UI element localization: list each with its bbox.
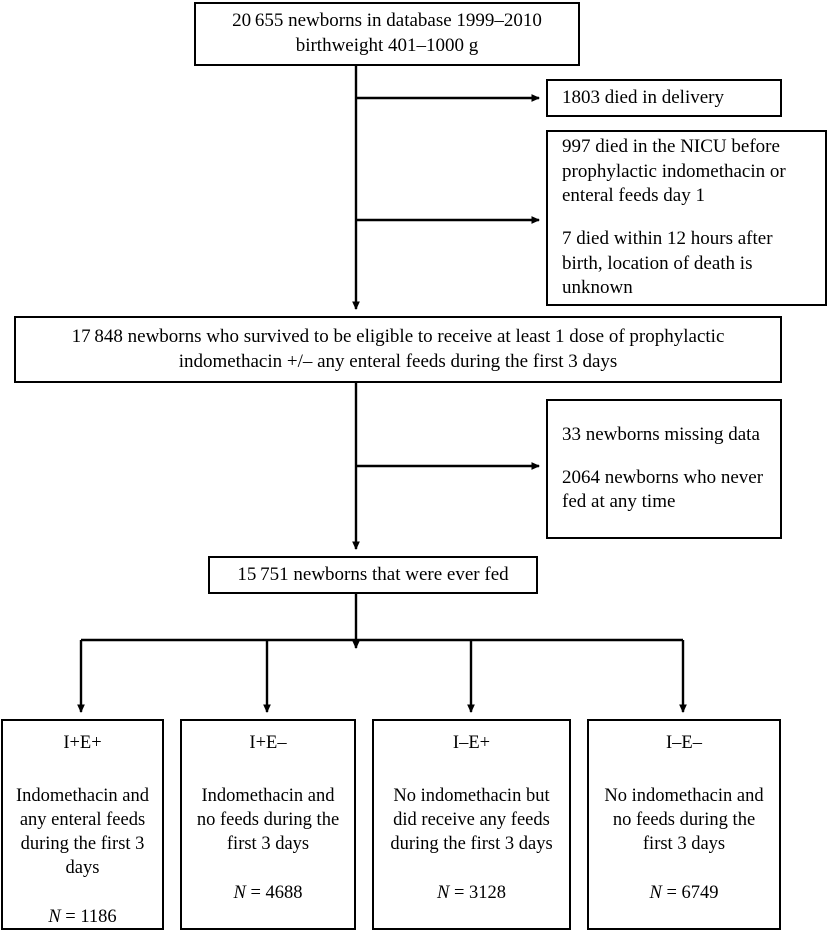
node-died-in-nicu-para2: 7 died within 12 hours after birth, loca… — [562, 228, 773, 299]
node-database-cohort-line2: birthweight 401–1000 g — [295, 35, 479, 56]
group-n-value: 4688 — [265, 882, 303, 903]
node-excluded-para2: 2064 newborns who never fed at any time — [562, 466, 764, 513]
group-box-i-minus-e-plus: I–E+ No indomethacin but did receive any… — [372, 719, 571, 930]
node-ever-fed: 15 751 newborns that were ever fed — [208, 556, 538, 594]
node-survived-eligible-line1: 17 848 newborns who survived to be eligi… — [71, 325, 725, 347]
node-excluded-missing-neverfed: 33 newborns missing data 2064 newborns w… — [546, 399, 782, 539]
node-died-in-delivery: 1803 died in delivery — [546, 79, 782, 117]
node-survived-eligible: 17 848 newborns who survived to be eligi… — [14, 316, 782, 383]
group-description: Indomethacin and no feeds during the fir… — [196, 785, 340, 854]
node-database-cohort-line1: 20 655 newborns in database 1999–2010 — [232, 10, 542, 32]
group-description: Indomethacin and any enteral feeds durin… — [15, 785, 150, 878]
group-n-label: N — [436, 882, 450, 903]
group-n-count: N = 1186 — [11, 905, 154, 929]
group-n-label: N — [233, 882, 246, 903]
node-excluded-para1: 33 newborns missing data — [562, 423, 760, 445]
node-died-in-delivery-text: 1803 died in delivery — [562, 86, 724, 108]
group-code: I–E– — [666, 733, 702, 753]
group-n-label: N — [649, 882, 662, 903]
group-box-i-plus-e-plus: I+E+ Indomethacin and any enteral feeds … — [1, 719, 164, 930]
node-died-in-nicu: 997 died in the NICU before prophylactic… — [546, 130, 827, 306]
group-description: No indomethacin and no feeds during the … — [604, 785, 764, 854]
group-n-label: N — [48, 906, 61, 927]
group-box-i-minus-e-minus: I–E– No indomethacin and no feeds during… — [587, 719, 781, 930]
group-n-count: N = 3128 — [382, 881, 561, 905]
group-code: I+E+ — [63, 733, 102, 753]
node-ever-fed-text: 15 751 newborns that were ever fed — [237, 563, 509, 585]
group-code: I–E+ — [452, 733, 491, 753]
group-n-value: 3128 — [469, 882, 507, 903]
node-survived-eligible-line2: indomethacin +/– any enteral feeds durin… — [178, 350, 618, 372]
group-n-equals: = — [60, 906, 81, 927]
node-database-cohort: 20 655 newborns in database 1999–2010 bi… — [194, 2, 580, 66]
group-n-equals: = — [449, 882, 470, 903]
group-n-value: 1186 — [80, 906, 117, 927]
group-n-value: 6749 — [681, 882, 719, 903]
group-n-equals: = — [245, 882, 266, 903]
group-code: I+E– — [249, 733, 287, 753]
group-n-equals: = — [661, 882, 682, 903]
node-died-in-nicu-para1: 997 died in the NICU before prophylactic… — [562, 135, 786, 207]
group-box-i-plus-e-minus: I+E– Indomethacin and no feeds during th… — [180, 719, 356, 930]
group-n-count: N = 4688 — [190, 881, 346, 905]
group-n-count: N = 6749 — [597, 881, 771, 905]
group-description: No indomethacin but did receive any feed… — [390, 785, 553, 854]
